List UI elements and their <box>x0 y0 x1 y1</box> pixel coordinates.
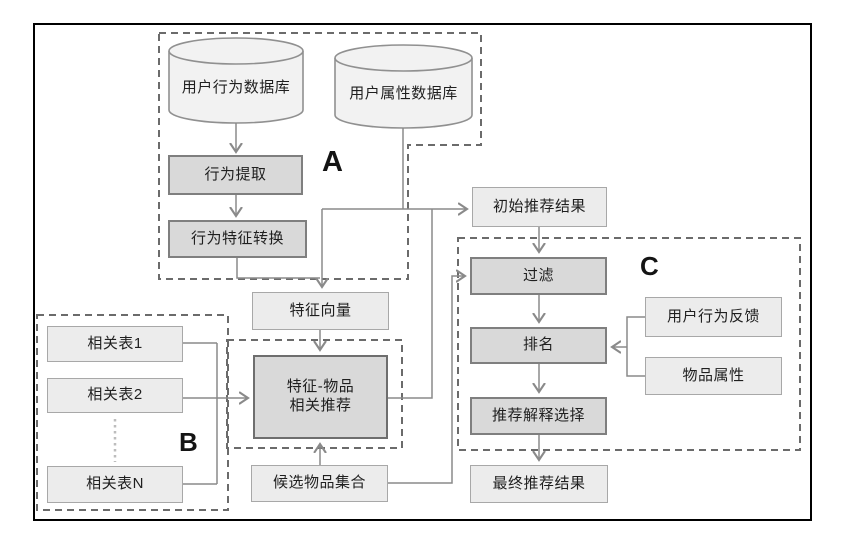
connector-candidate-to-filter <box>388 276 465 484</box>
group-a-outline <box>158 32 482 280</box>
node-filter: 过滤 <box>470 257 607 295</box>
node-recommendation-explanation-selection: 推荐解释选择 <box>470 397 607 435</box>
node-initial-recommendation-result: 初始推荐结果 <box>472 187 607 227</box>
connectors <box>183 123 645 485</box>
node-behavior-extraction: 行为提取 <box>168 155 303 195</box>
node-item-attribute: 物品属性 <box>645 357 782 395</box>
connector-featureitem-up <box>388 209 433 399</box>
node-user-attribute-db: 用户属性数据库 <box>349 84 458 102</box>
group-core-outline <box>226 339 403 449</box>
node-user-behavior-db: 用户行为数据库 <box>181 78 291 96</box>
figure-border <box>33 23 812 521</box>
database-shapes <box>168 37 473 129</box>
node-candidate-item-set: 候选物品集合 <box>251 465 388 502</box>
node-final-recommendation-result: 最终推荐结果 <box>470 465 608 503</box>
node-related-table-2: 相关表2 <box>47 378 183 413</box>
group-outlines <box>36 32 801 511</box>
section-label-c: C <box>640 251 659 281</box>
user-behavior-db-cylinder <box>168 37 304 124</box>
node-related-table-n: 相关表N <box>47 466 183 503</box>
node-related-table-1: 相关表1 <box>47 326 183 362</box>
connector-feedback-bus <box>626 316 645 377</box>
section-label-b: B <box>179 427 198 457</box>
group-c-outline <box>457 237 801 451</box>
node-behavior-feature-conversion: 行为特征转换 <box>168 220 307 258</box>
user-attribute-db-cylinder <box>334 44 473 129</box>
connector-conversion-merge <box>236 258 320 279</box>
section-label-a: A <box>322 146 343 178</box>
node-feature-item-recommendation: 特征-物品 相关推荐 <box>253 355 388 439</box>
node-feature-vector: 特征向量 <box>252 292 389 330</box>
node-ranking: 排名 <box>470 327 607 364</box>
node-user-behavior-feedback: 用户行为反馈 <box>645 297 782 337</box>
